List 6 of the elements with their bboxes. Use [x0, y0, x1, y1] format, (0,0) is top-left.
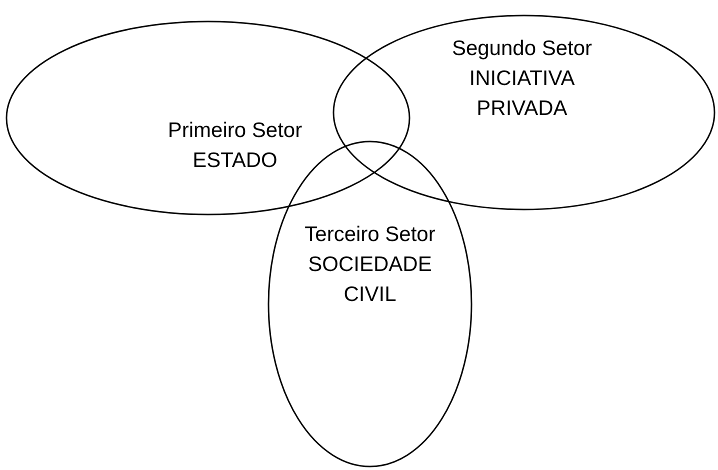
sector-description: SOCIEDADE CIVIL: [307, 252, 433, 308]
sector-name: Primeiro Setor: [168, 118, 302, 144]
sector-name: Segundo Setor: [452, 36, 592, 62]
sector-description: INICIATIVA PRIVADA: [468, 66, 576, 122]
sector-name: Terceiro Setor: [304, 222, 436, 248]
sector-description: ESTADO: [192, 148, 278, 174]
